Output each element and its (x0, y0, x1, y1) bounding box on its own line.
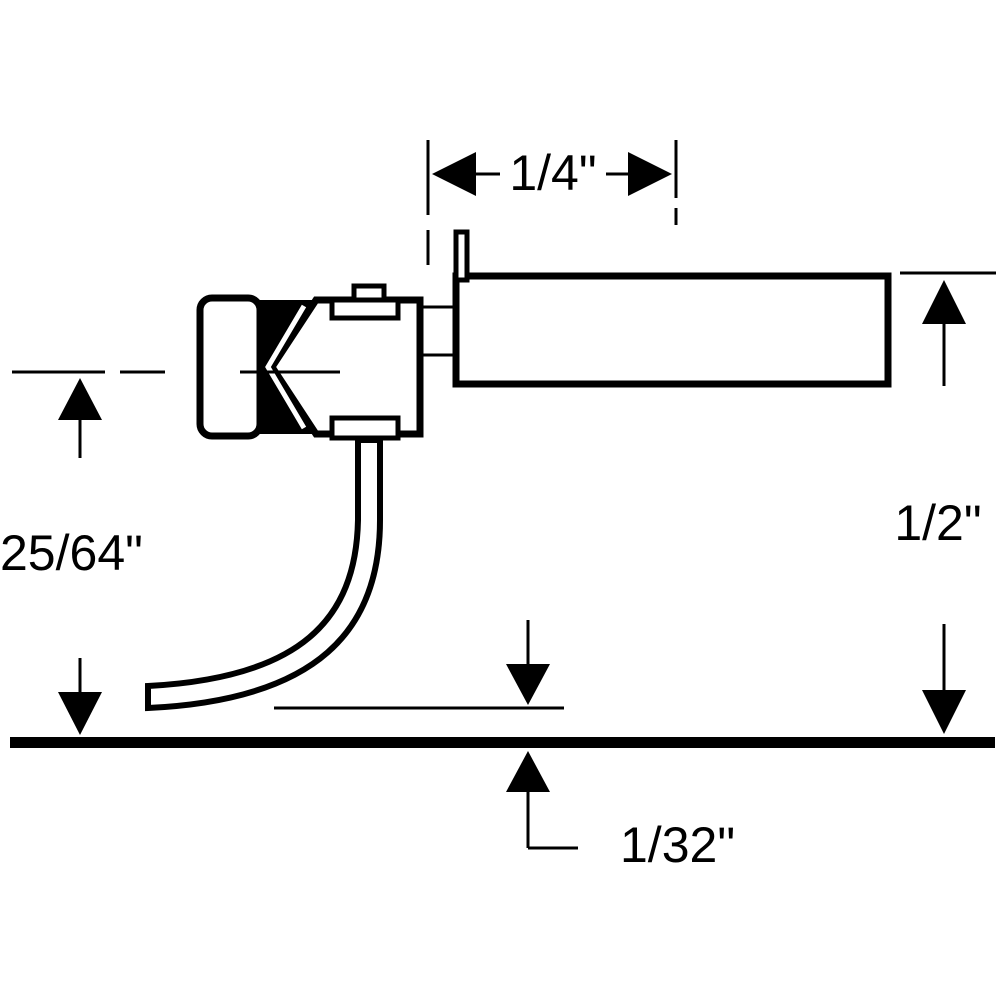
arrow-right (628, 152, 672, 196)
rail-line (10, 737, 995, 748)
arrow-down (506, 664, 550, 705)
dimension-quarter-inch: 1/4" (426, 140, 678, 265)
shank-tab (453, 229, 470, 283)
arrow-left (432, 152, 476, 196)
arrow-up (506, 751, 550, 792)
dim-label-half: 1/2" (894, 495, 981, 551)
dim-label-quarter: 1/4" (509, 145, 596, 201)
dim-label-1-32: 1/32" (620, 817, 735, 873)
arrow-up (58, 378, 102, 420)
dim-label-25-64: 25/64" (0, 525, 143, 581)
dimension-1-32-inch: 1/32" (274, 620, 735, 873)
shank-box (452, 272, 892, 388)
coupler-head (196, 283, 424, 441)
dimension-25-64-inch: 25/64" (0, 378, 143, 735)
arrow-down (922, 690, 966, 734)
dimension-half-inch: 1/2" (894, 271, 996, 734)
arrow-up (922, 280, 966, 324)
arrow-down (58, 692, 102, 735)
trip-pin (145, 437, 383, 712)
